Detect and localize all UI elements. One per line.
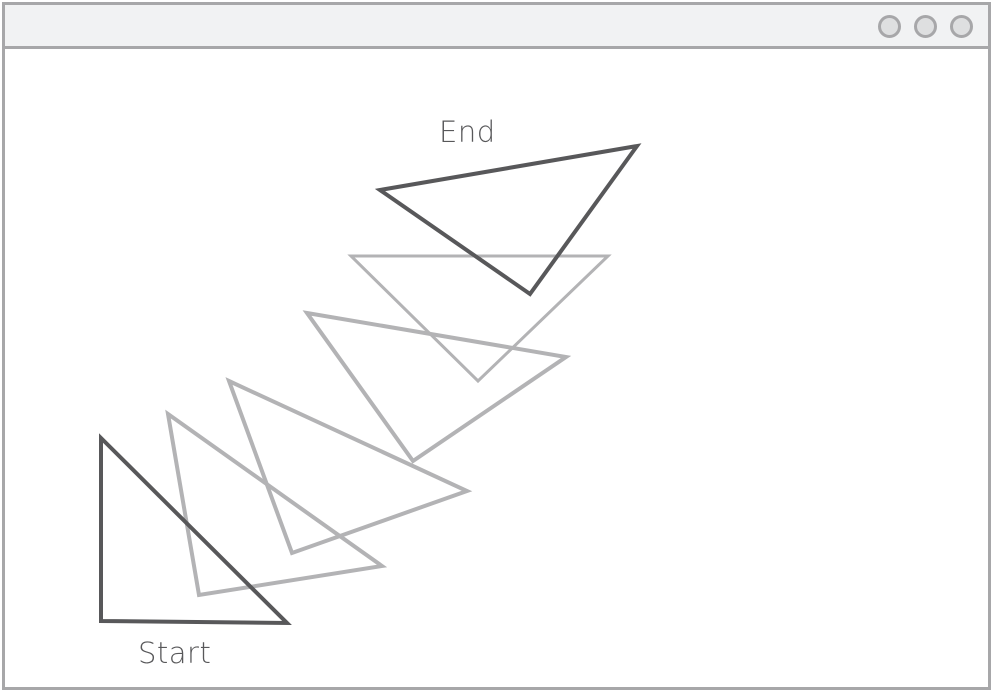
triangle-frame-3: [302, 310, 572, 464]
window-control-circle-1[interactable]: [878, 15, 901, 38]
window-control-circle-3[interactable]: [950, 15, 973, 38]
window-control-circle-2[interactable]: [914, 15, 937, 38]
triangle-frame-1: [165, 409, 388, 598]
triangle-end: [374, 143, 642, 297]
triangle-start: [99, 433, 292, 626]
triangle-frame-2: [225, 377, 473, 556]
triangle-frame-4: [347, 254, 612, 384]
start-label: Start: [138, 636, 212, 670]
title-bar: [5, 5, 988, 49]
end-label: End: [439, 115, 496, 149]
